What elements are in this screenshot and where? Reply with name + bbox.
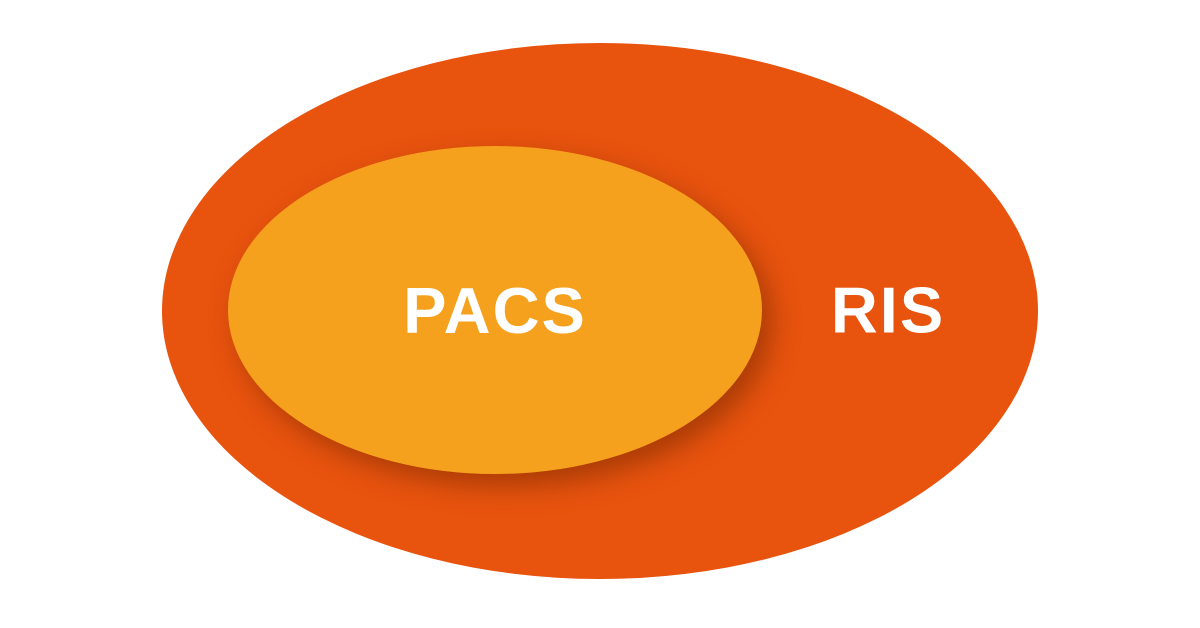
outer-set-ellipse-ris: RIS PACS: [162, 43, 1038, 579]
pacs-label: PACS: [403, 273, 587, 347]
inner-set-ellipse-pacs: PACS: [228, 146, 762, 474]
ris-label: RIS: [830, 273, 946, 347]
